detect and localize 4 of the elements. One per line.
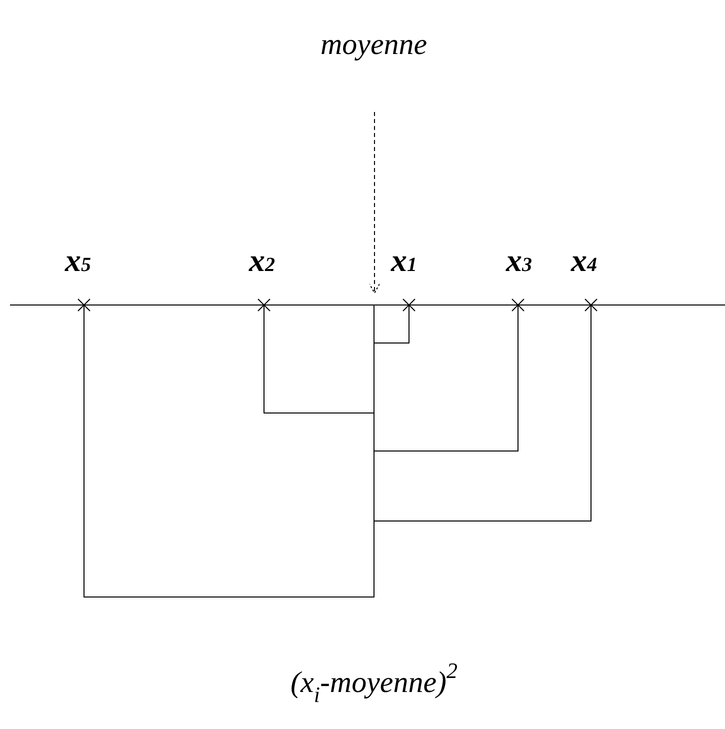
label-text: moyenne (320, 30, 428, 60)
dashed-arrow (369, 112, 380, 294)
formula-label: (x$_{i}$-moyenne)$^{2}$ (290, 660, 458, 706)
axis-line (10, 304, 725, 306)
